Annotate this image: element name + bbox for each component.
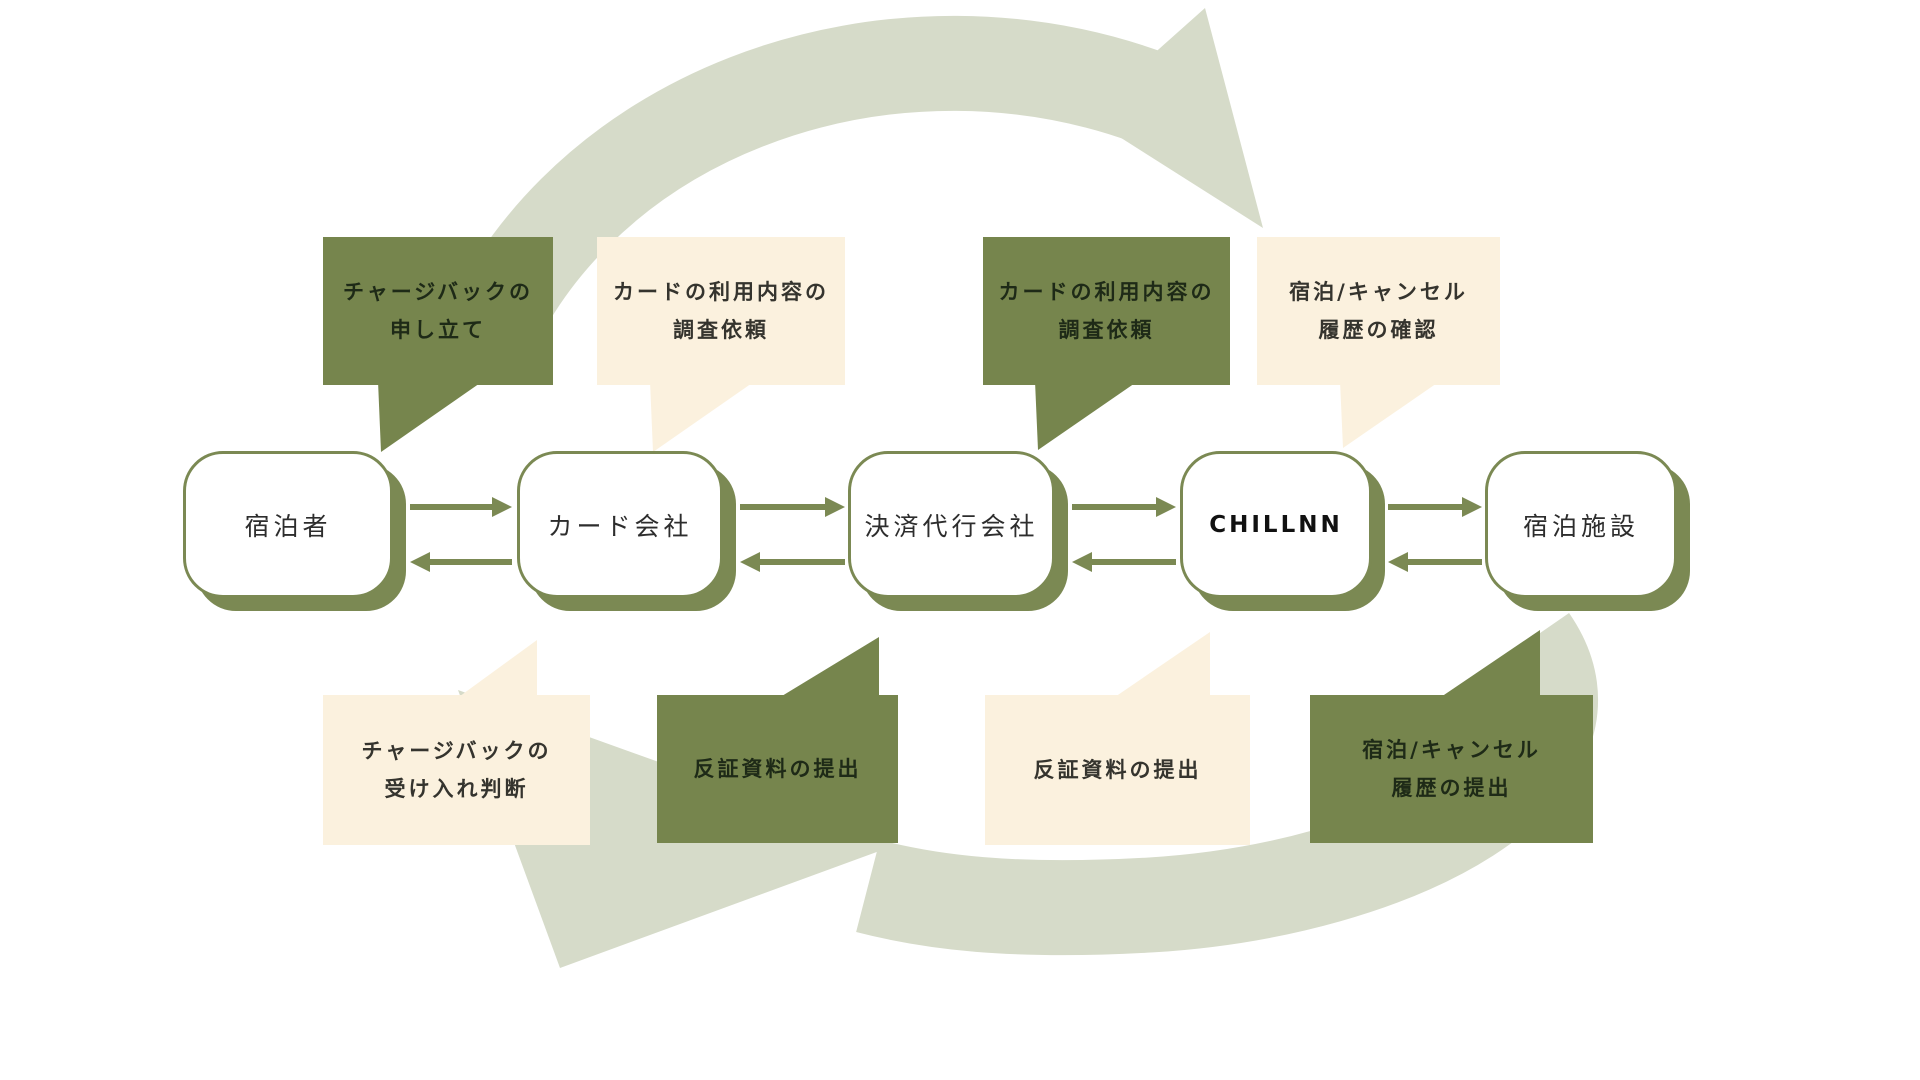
- node-guest: 宿泊者: [183, 451, 393, 598]
- node-label: 決済代行会社: [864, 511, 1039, 541]
- arrow-hotel-to-chillnn: [1388, 552, 1482, 572]
- node-label: CHILLNN: [1209, 511, 1343, 538]
- arrow-card-to-agency: [740, 497, 845, 517]
- bubble-line: カードの利用内容の: [998, 280, 1215, 304]
- bubble-rebuttal-submission-1: 反証資料の提出: [657, 695, 898, 843]
- bubble-line: チャージバックの: [361, 739, 552, 763]
- node-chillnn: CHILLNN: [1180, 451, 1372, 598]
- tail-card-investigation-request-2: [1035, 381, 1138, 450]
- node-label: カード会社: [547, 511, 693, 541]
- bubble-line: 履歴の確認: [1318, 318, 1439, 342]
- bubble-chargeback-claim: チャージバックの 申し立て: [323, 237, 553, 385]
- node-hotel: 宿泊施設: [1485, 451, 1677, 598]
- bubble-line: 調査依頼: [1058, 318, 1155, 342]
- bubble-line: チャージバックの: [342, 280, 534, 304]
- tail-chargeback-claim: [378, 381, 483, 452]
- arrow-chillnn-to-hotel: [1388, 497, 1482, 517]
- tail-rebuttal-submission-2: [1112, 632, 1210, 699]
- cycle-arrow-top-head: [1085, 8, 1263, 228]
- bubble-history-confirmation: 宿泊/キャンセル 履歴の確認: [1257, 237, 1500, 385]
- arrow-agency-to-card: [740, 552, 845, 572]
- tail-chargeback-acceptance: [456, 640, 537, 699]
- tail-history-submission: [1438, 630, 1540, 699]
- node-card-company: カード会社: [517, 451, 723, 598]
- arrow-guest-to-card: [410, 497, 512, 517]
- bubble-line: 受け入れ判断: [384, 777, 529, 801]
- tail-rebuttal-submission-1: [777, 637, 879, 699]
- bubble-line: 宿泊/キャンセル: [1362, 738, 1541, 762]
- bubble-card-investigation-request-1: カードの利用内容の 調査依頼: [597, 237, 845, 385]
- tail-card-investigation-request-1: [650, 381, 755, 452]
- bubble-line: 反証資料の提出: [1033, 758, 1202, 782]
- arrow-chillnn-to-agency: [1072, 552, 1176, 572]
- bubble-chargeback-acceptance: チャージバックの 受け入れ判断: [323, 695, 590, 845]
- bubble-line: 調査依頼: [673, 318, 769, 342]
- bubble-line: 履歴の提出: [1391, 776, 1512, 800]
- bubble-history-submission: 宿泊/キャンセル 履歴の提出: [1310, 695, 1593, 843]
- arrow-agency-to-chillnn: [1072, 497, 1176, 517]
- arrow-card-to-guest: [410, 552, 512, 572]
- bubble-line: 宿泊/キャンセル: [1289, 280, 1468, 304]
- node-label: 宿泊者: [244, 511, 332, 541]
- bubble-line: 反証資料の提出: [693, 757, 862, 781]
- bubble-card-investigation-request-2: カードの利用内容の 調査依頼: [983, 237, 1230, 385]
- bubble-rebuttal-submission-2: 反証資料の提出: [985, 695, 1250, 845]
- bubble-line: 申し立て: [390, 318, 486, 342]
- node-payment-agency: 決済代行会社: [848, 451, 1055, 598]
- bubble-line: カードの利用内容の: [613, 280, 829, 304]
- tail-history-confirmation: [1340, 381, 1440, 448]
- node-label: 宿泊施設: [1522, 511, 1639, 541]
